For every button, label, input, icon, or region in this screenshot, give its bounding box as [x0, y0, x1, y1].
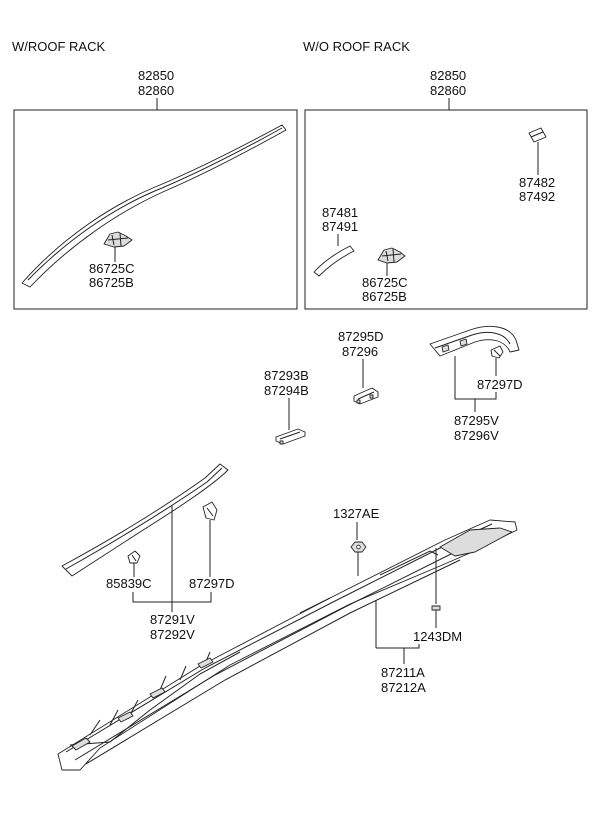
leader-bracket [376, 644, 420, 649]
label-87482: 87482 [519, 175, 555, 190]
label-86725c-right: 86725C [362, 275, 408, 290]
label-87491: 87491 [322, 219, 358, 234]
label-82850-left: 82850 [138, 68, 174, 83]
nut-part [350, 541, 367, 553]
label-87291v: 87291V [150, 612, 195, 627]
label-87297d-top: 87297D [477, 377, 523, 392]
clip-part-left [103, 231, 133, 248]
header-with-roof-rack: W/ROOF RACK [12, 39, 105, 54]
label-82860-left: 82860 [138, 83, 174, 98]
label-87293b: 87293B [264, 368, 309, 383]
label-87492: 87492 [519, 189, 555, 204]
clip-part-right [377, 247, 406, 264]
front-end-cap-part [429, 325, 520, 357]
clip-part-85839c [127, 550, 141, 564]
label-87295v: 87295V [454, 413, 499, 428]
label-85839c: 85839C [106, 576, 152, 591]
bracket-part-87295d [353, 387, 379, 405]
label-87211a: 87211A [381, 665, 425, 680]
box-without-roof-rack [304, 109, 588, 310]
label-82850-right: 82850 [430, 68, 466, 83]
clip-part-87297d-top [490, 345, 504, 359]
label-87295d: 87295D [338, 329, 384, 344]
label-1243dm: 1243DM [413, 629, 462, 644]
bracket-part-87293b [275, 428, 306, 445]
box-with-roof-rack [13, 109, 298, 310]
label-87296v: 87296V [454, 428, 499, 443]
label-1327ae: 1327AE [333, 506, 380, 521]
end-cap-part [528, 127, 547, 143]
label-87296: 87296 [342, 344, 378, 359]
clip-part-87297d-mid [202, 501, 218, 521]
label-87297d-mid: 87297D [189, 576, 235, 591]
side-moulding-87291v [61, 463, 229, 577]
label-86725b-left: 86725B [89, 275, 134, 290]
label-86725c-left: 86725C [89, 261, 135, 276]
header-without-roof-rack: W/O ROOF RACK [303, 39, 410, 54]
bolt-part [431, 605, 441, 618]
label-87481: 87481 [322, 205, 358, 220]
label-87292v: 87292V [150, 627, 195, 642]
roof-moulding-strip [21, 124, 287, 288]
roof-rail-assembly [57, 519, 518, 771]
label-86725b-right: 86725B [362, 289, 407, 304]
label-87212a: 87212A [381, 680, 426, 695]
short-moulding-strip [313, 245, 355, 277]
label-87294b: 87294B [264, 383, 309, 398]
label-82860-right: 82860 [430, 83, 466, 98]
